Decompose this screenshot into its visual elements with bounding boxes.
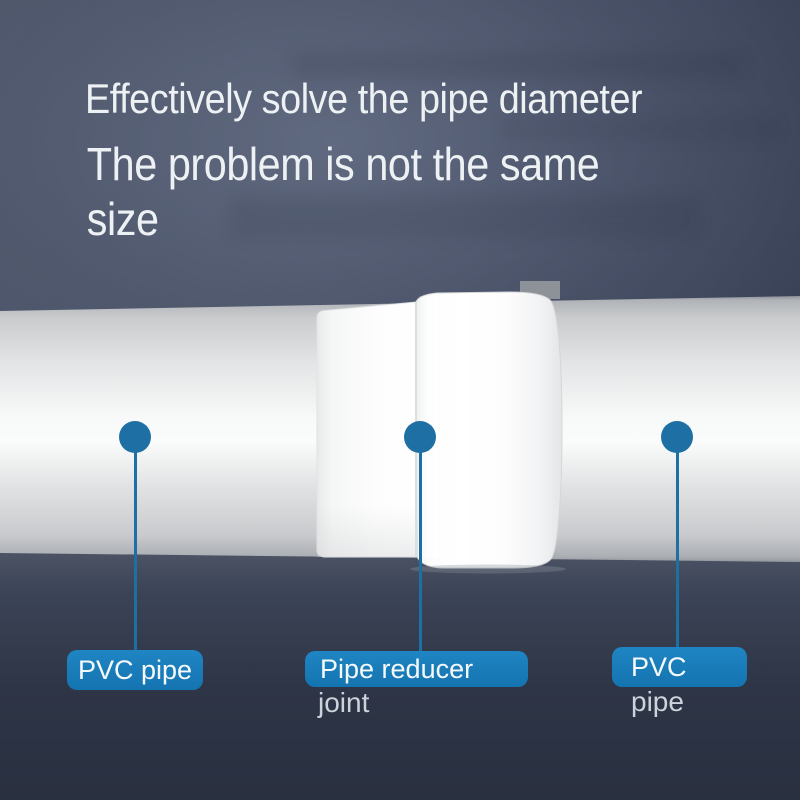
callout-stem xyxy=(134,449,137,650)
ghost-smudge xyxy=(230,196,700,238)
callout-label-overflow: pipe xyxy=(631,686,684,717)
callout-label-pvc-pipe-right: PVC xyxy=(612,647,747,687)
ghost-smudge xyxy=(292,52,744,78)
callout-label-text: Pipe reducer xyxy=(320,653,474,684)
headline-line3: size xyxy=(86,193,159,245)
callout-stem xyxy=(676,449,679,647)
callout-dot xyxy=(119,421,151,453)
headline-line1: Effectively solve the pipe diameter xyxy=(85,75,643,122)
ghost-smudge xyxy=(500,118,780,140)
callout-label-text: PVC pipe xyxy=(77,654,193,685)
headline-line2: The problem is not the same xyxy=(86,138,600,190)
callout-label-text: PVC xyxy=(631,651,687,682)
top-banner-background xyxy=(0,0,800,316)
callout-label-overflow: joint xyxy=(318,687,370,718)
joint-shadow xyxy=(410,564,566,574)
callout-label-pipe-reducer: Pipe reducer xyxy=(305,651,528,687)
callout-label-pvc-pipe-left: PVC pipe xyxy=(67,650,203,690)
callout-dot xyxy=(661,421,693,453)
callout-stem xyxy=(419,449,422,651)
callout-dot xyxy=(404,421,436,453)
